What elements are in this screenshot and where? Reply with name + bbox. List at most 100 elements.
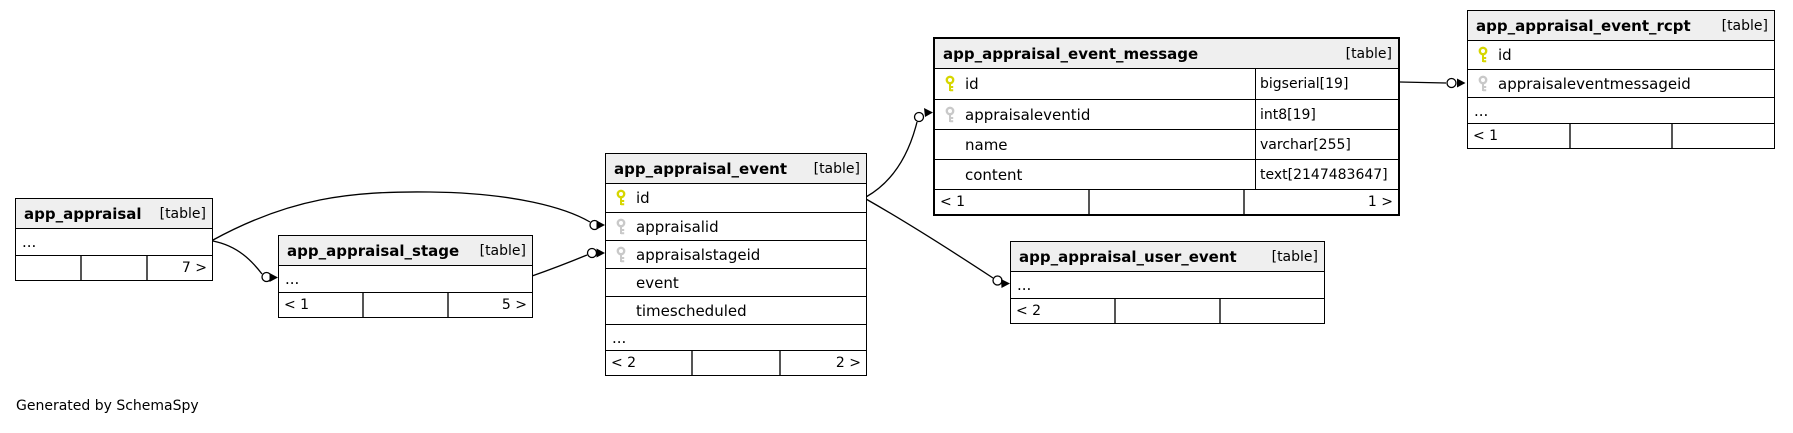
footer-center: [691, 351, 781, 375]
column-row-timescheduled: timescheduled: [606, 296, 866, 324]
footer-center: [1088, 190, 1245, 214]
footer-parents: < 1: [940, 194, 966, 210]
column-name: appraisalid: [636, 217, 719, 236]
footer-parents: < 2: [1016, 303, 1042, 319]
column-row-id: id: [1468, 41, 1774, 69]
footer-center: [1114, 299, 1221, 323]
table-app-appraisal-user-event[interactable]: app_appraisal_user_event [table] ... < 2: [1010, 241, 1325, 324]
column-name: appraisaleventmessageid: [1498, 74, 1691, 93]
column-row-id: id bigserial[19]: [935, 69, 1398, 99]
footer-children: [1673, 124, 1774, 148]
column-type: varchar[255]: [1255, 130, 1398, 159]
table-footer: 7 >: [16, 255, 212, 280]
table-type-badge: [table]: [1345, 45, 1392, 62]
column-row-appraisalid: appraisalid: [606, 212, 866, 240]
column-type: bigserial[19]: [1255, 69, 1398, 99]
table-type-badge: [table]: [813, 160, 860, 177]
table-footer: < 2: [1011, 298, 1324, 323]
table-type-badge: [table]: [479, 242, 526, 259]
column-row-appraisalstageid: appraisalstageid: [606, 240, 866, 268]
column-name: event: [636, 273, 679, 292]
arrowhead: [596, 220, 605, 230]
table-app-appraisal-event[interactable]: app_appraisal_event [table] id appraisal…: [605, 153, 867, 376]
table-header: app_appraisal_event_message [table]: [935, 39, 1398, 69]
table-header: app_appraisal_user_event [table]: [1011, 242, 1324, 272]
table-title[interactable]: app_appraisal_user_event: [1019, 247, 1237, 266]
table-footer: < 1 1 >: [935, 189, 1398, 214]
table-app-appraisal-stage[interactable]: app_appraisal_stage [table] ... < 1 5 >: [278, 235, 533, 318]
zero-circle: [913, 111, 925, 123]
footer-center: [362, 293, 449, 317]
table-title[interactable]: app_appraisal_event_rcpt: [1476, 16, 1691, 35]
generated-by-note: Generated by SchemaSpy: [16, 398, 199, 414]
footer-parents: < 1: [284, 297, 310, 313]
column-name: appraisaleventid: [965, 105, 1091, 124]
footer-children: 5 >: [501, 297, 527, 313]
foreign-key-icon: [606, 246, 636, 264]
hidden-columns-row: ...: [1468, 97, 1774, 123]
hidden-columns-row: ...: [606, 324, 866, 350]
table-type-badge: [table]: [1271, 248, 1318, 265]
zero-circle: [1446, 77, 1457, 89]
column-type: int8[19]: [1255, 100, 1398, 129]
table-footer: < 1 5 >: [279, 292, 532, 317]
table-app-appraisal-event-rcpt[interactable]: app_appraisal_event_rcpt [table] id appr…: [1467, 10, 1775, 149]
arrowhead: [1001, 279, 1010, 288]
footer-children: 2 >: [835, 355, 861, 371]
table-header: app_appraisal_event_rcpt [table]: [1468, 11, 1774, 41]
arrowhead: [924, 108, 933, 117]
foreign-key-icon: [1468, 75, 1498, 93]
column-row-content: content text[2147483647]: [935, 159, 1398, 189]
primary-key-icon: [935, 75, 965, 93]
column-type: text[2147483647]: [1255, 160, 1398, 189]
table-footer: < 1: [1468, 123, 1774, 148]
table-title[interactable]: app_appraisal_event: [614, 159, 788, 178]
table-title[interactable]: app_appraisal: [24, 204, 142, 223]
edge-message-to-rcpt: [1399, 81, 1447, 84]
footer-parents: < 1: [1473, 128, 1499, 144]
table-title[interactable]: app_appraisal_stage: [287, 241, 460, 260]
column-row-appraisaleventid: appraisaleventid int8[19]: [935, 99, 1398, 129]
primary-key-icon: [606, 189, 636, 207]
column-row-event: event: [606, 268, 866, 296]
edge-appraisal-to-event-appraisalid: [212, 191, 591, 241]
edge-event-to-message-appraisaleventid: [865, 121, 918, 198]
table-title[interactable]: app_appraisal_event_message: [943, 44, 1199, 63]
primary-key-icon: [1468, 46, 1498, 64]
column-row-name: name varchar[255]: [935, 129, 1398, 159]
footer-children: 1 >: [1367, 194, 1393, 210]
column-name: timescheduled: [636, 301, 747, 320]
hidden-columns-row: ...: [22, 233, 37, 251]
table-footer: < 2 2 >: [606, 350, 866, 375]
foreign-key-icon: [935, 106, 965, 124]
arrowhead: [269, 273, 278, 282]
column-row-id: id: [606, 184, 866, 212]
table-type-badge: [table]: [1721, 17, 1768, 34]
column-name: content: [965, 165, 1023, 184]
footer-parents: [16, 256, 80, 280]
column-name: id: [1498, 46, 1512, 64]
table-header: app_appraisal_event [table]: [606, 154, 866, 184]
footer-parents: < 2: [611, 355, 637, 371]
table-type-badge: [table]: [159, 205, 206, 222]
foreign-key-icon: [606, 218, 636, 236]
edge-event-to-user-event: [865, 198, 994, 279]
footer-children: [1221, 299, 1324, 323]
table-app-appraisal-event-message[interactable]: app_appraisal_event_message [table] id b…: [933, 37, 1400, 216]
footer-center: [80, 256, 148, 280]
column-row-appraisaleventmessageid: appraisaleventmessageid: [1468, 69, 1774, 97]
hidden-columns-row: ...: [285, 270, 300, 288]
column-name: id: [965, 75, 979, 93]
hidden-columns-row: ...: [1017, 276, 1032, 294]
table-app-appraisal[interactable]: app_appraisal [table] ... 7 >: [15, 198, 213, 281]
footer-center: [1568, 124, 1674, 148]
column-name: id: [636, 189, 650, 207]
zero-circle: [992, 275, 1003, 286]
table-header: app_appraisal_stage [table]: [279, 236, 532, 266]
table-header: app_appraisal [table]: [16, 199, 212, 229]
column-name: appraisalstageid: [636, 245, 761, 264]
edge-appraisal-to-stage: [212, 240, 263, 275]
arrowhead: [1457, 78, 1466, 88]
